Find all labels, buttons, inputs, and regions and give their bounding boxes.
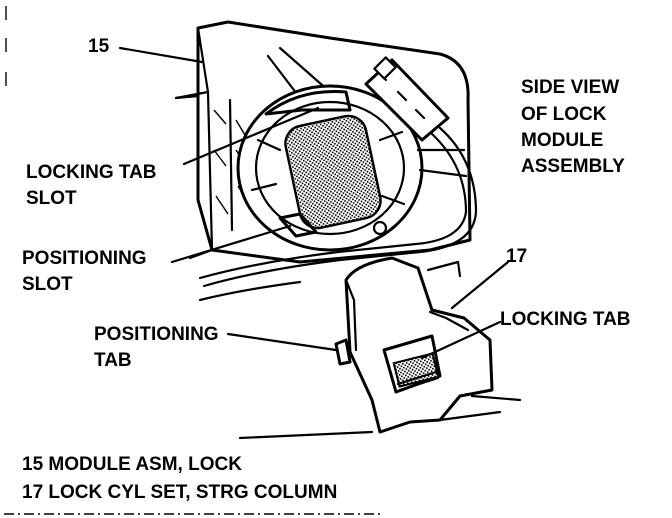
- label-positioning-slot: POSITIONING SLOT: [22, 248, 152, 295]
- label-positioning-tab: POSITIONING TAB: [94, 324, 224, 371]
- label-15: 15: [88, 36, 110, 57]
- connector-harness: [198, 56, 478, 302]
- leader-lines: [118, 46, 510, 360]
- lock-cylinder-set: [334, 256, 494, 434]
- legend-item-17: 17 LOCK CYL SET, STRG COLUMN: [22, 482, 337, 503]
- label-locking-tab-slot: LOCKING TAB SLOT: [26, 162, 162, 209]
- label-locking-tab: LOCKING TAB: [500, 309, 631, 330]
- module-face: [236, 84, 468, 252]
- steering-column: [174, 94, 522, 440]
- label-17: 17: [506, 246, 527, 267]
- label-side-view: SIDE VIEW OF LOCK MODULE ASSEMBLY: [521, 77, 625, 177]
- legend-item-15: 15 MODULE ASM, LOCK: [22, 454, 242, 475]
